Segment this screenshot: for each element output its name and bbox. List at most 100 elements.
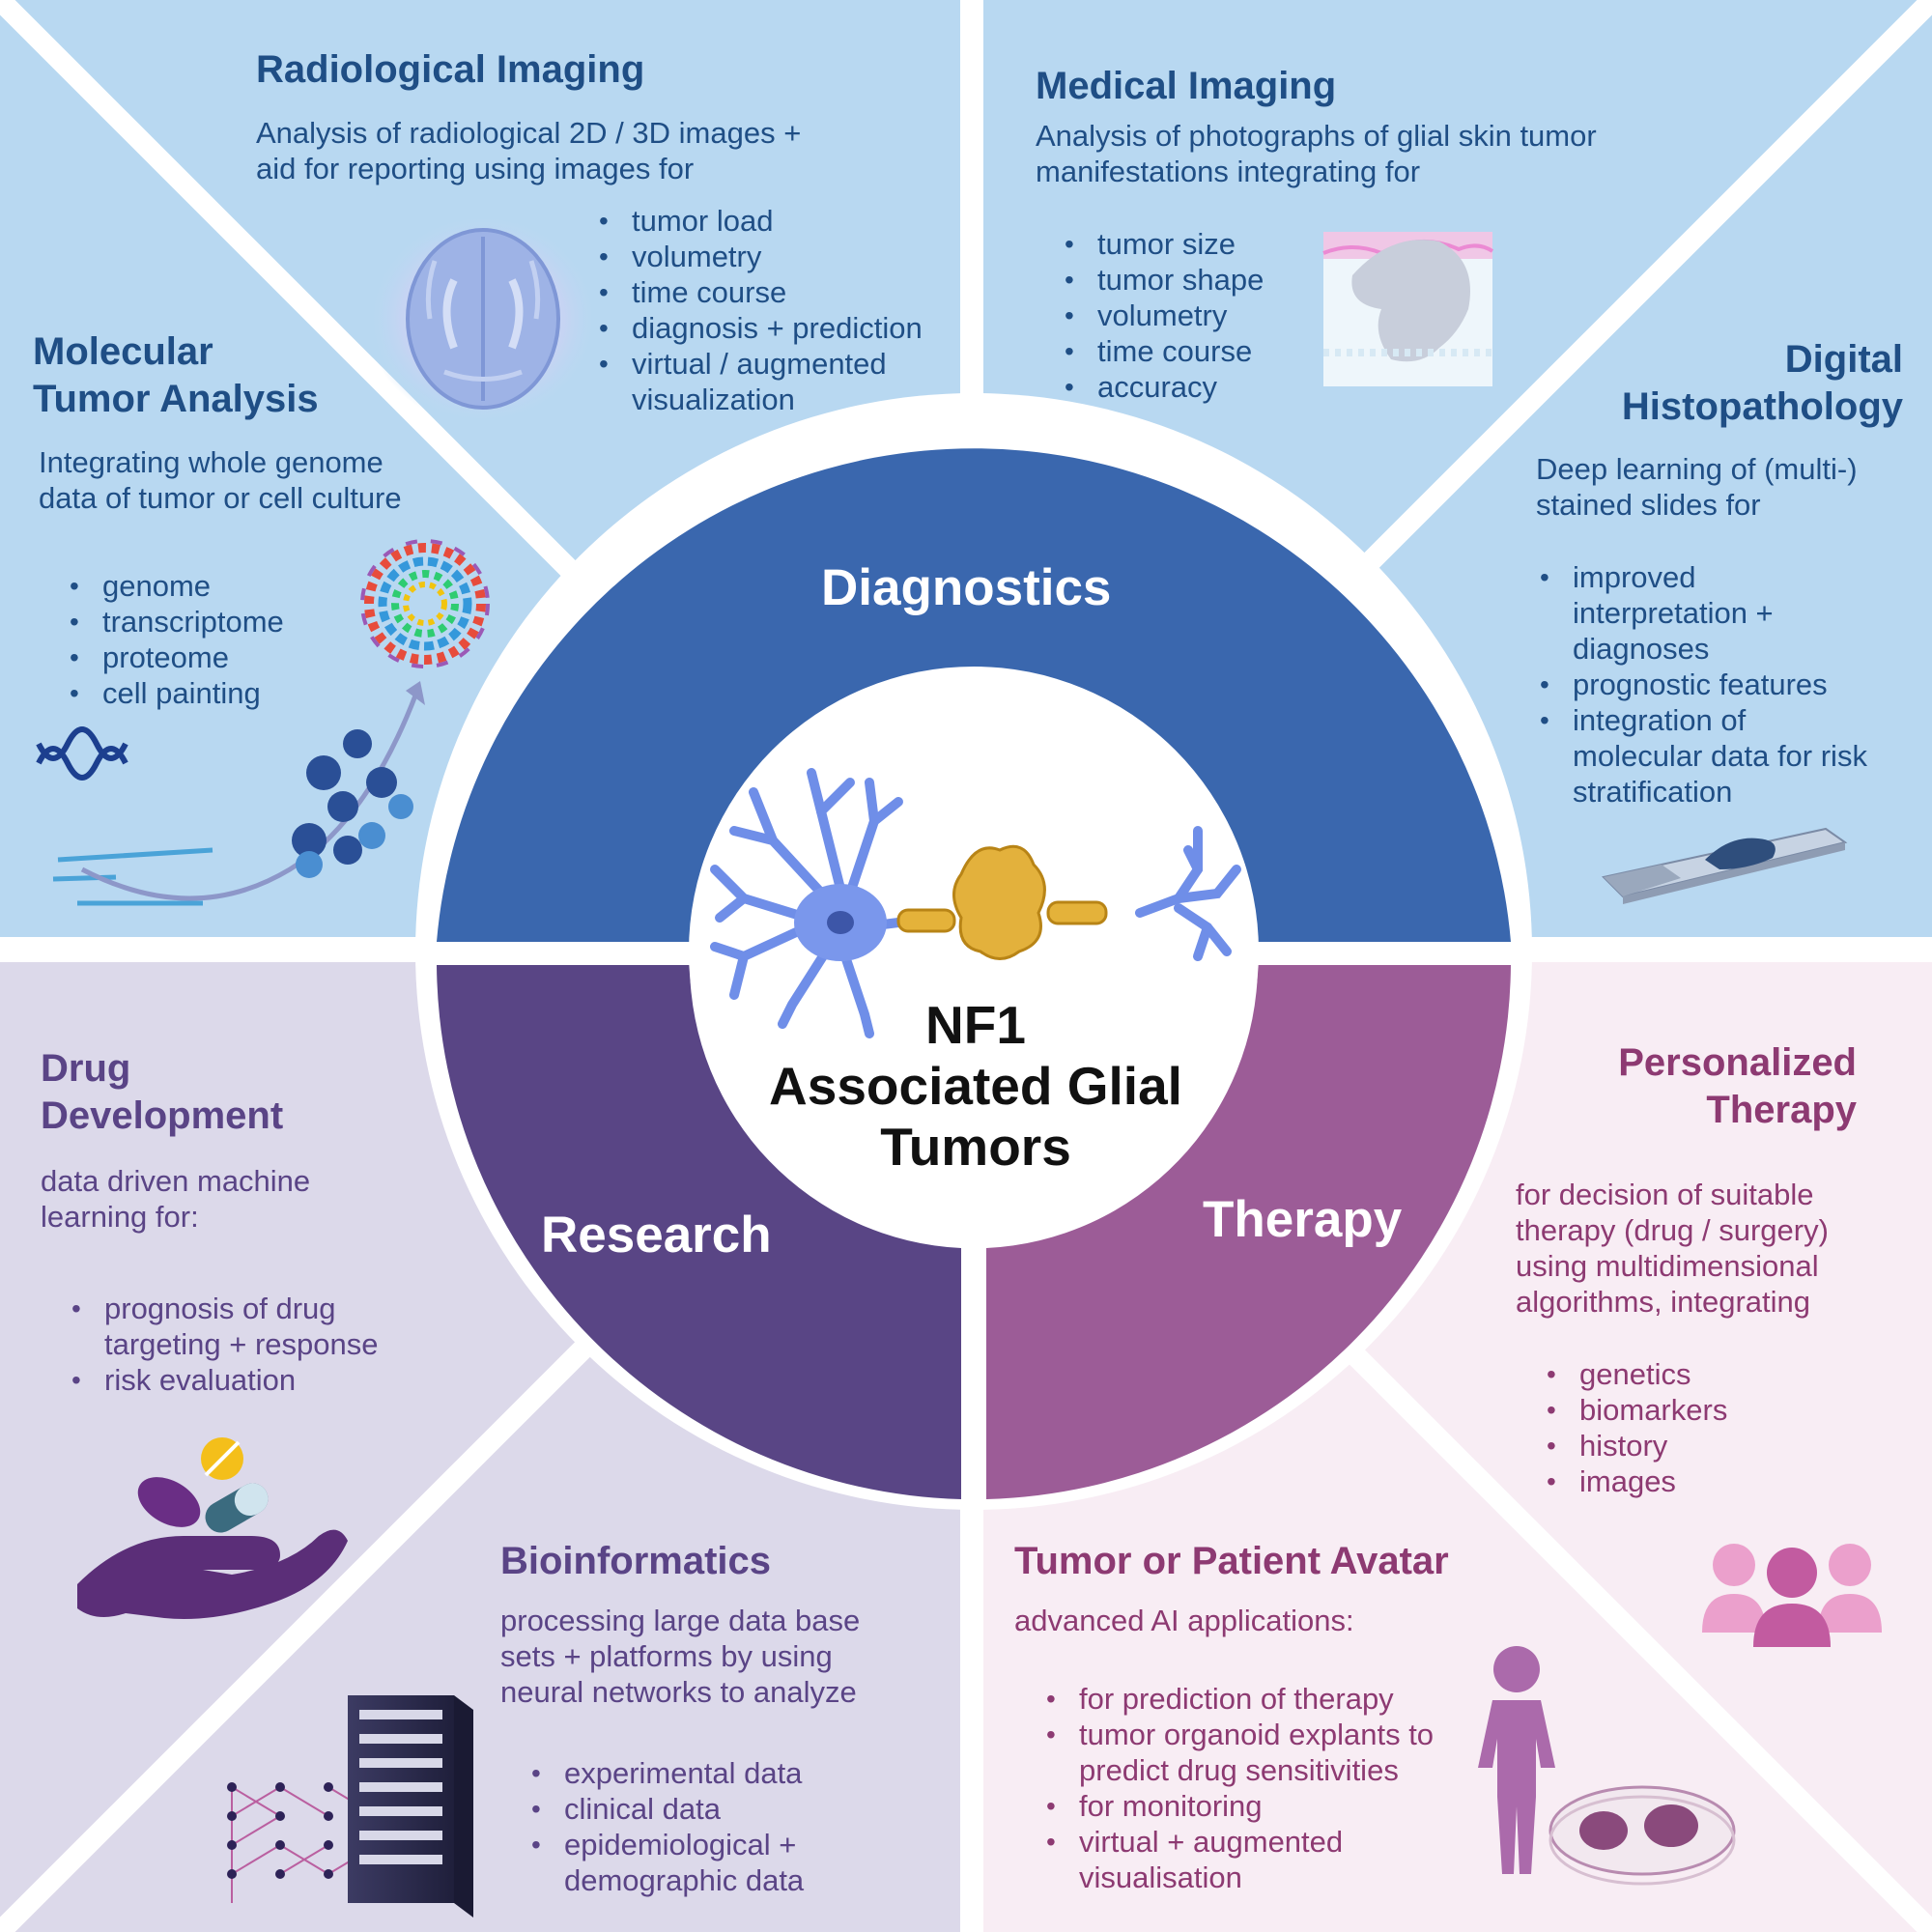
list-item: history bbox=[1547, 1428, 1869, 1463]
radiological-desc: Analysis of radiological 2D / 3D images … bbox=[256, 115, 952, 186]
radiological-section: Radiological Imaging Analysis of radiolo… bbox=[256, 46, 952, 186]
ring-diagnostics bbox=[437, 448, 1511, 942]
ring-label-diagnostics: Diagnostics bbox=[821, 559, 1112, 616]
title-line: Digital bbox=[1784, 338, 1903, 381]
list-item: prognostic features bbox=[1540, 667, 1932, 702]
bioinformatics-list: experimental data clinical data epidemio… bbox=[531, 1755, 951, 1898]
center-title: NF1 Associated Glial Tumors bbox=[676, 995, 1275, 1178]
list-item: volumetry bbox=[599, 239, 989, 274]
list-item: time course bbox=[599, 274, 989, 310]
title-line: Histopathology bbox=[1621, 385, 1903, 428]
personalized-title: Personalized Therapy bbox=[1507, 1039, 1857, 1134]
list-item: tumor size bbox=[1065, 226, 1387, 262]
medical-title: Medical Imaging bbox=[1036, 65, 1337, 107]
ring-label-research: Research bbox=[541, 1207, 772, 1264]
list-item: improved bbox=[1540, 559, 1932, 595]
desc-line: for decision of suitable bbox=[1516, 1178, 1814, 1211]
list-item: accuracy bbox=[1065, 369, 1387, 405]
brain-mri-icon bbox=[367, 213, 599, 425]
desc-line: using multidimensional bbox=[1516, 1249, 1819, 1283]
list-item: tumor organoid explants to bbox=[1046, 1717, 1504, 1752]
list-item: volumetry bbox=[1065, 298, 1387, 333]
ring-research bbox=[437, 965, 961, 1499]
list-item: genome bbox=[70, 568, 392, 604]
desc-line: algorithms, integrating bbox=[1516, 1285, 1810, 1319]
center-title-line: Associated Glial bbox=[769, 1056, 1182, 1116]
list-item: genetics bbox=[1547, 1356, 1869, 1392]
molecular-desc: Integrating whole genome data of tumor o… bbox=[39, 444, 535, 516]
list-item: for monitoring bbox=[1046, 1788, 1504, 1824]
drug-list: prognosis of drug targeting + response r… bbox=[71, 1291, 491, 1398]
desc-line: sets + platforms by using bbox=[500, 1639, 833, 1673]
molecular-list: genome transcriptome proteome cell paint… bbox=[70, 568, 392, 711]
list-item: virtual / augmented bbox=[599, 346, 989, 382]
histopathology-list: improved interpretation + diagnoses prog… bbox=[1540, 559, 1932, 810]
molecular-title: Molecular Tumor Analysis bbox=[33, 328, 535, 423]
list-item-continuation: predict drug sensitivities bbox=[1079, 1753, 1399, 1787]
desc-line: manifestations integrating for bbox=[1036, 155, 1421, 188]
list-item: virtual + augmented bbox=[1046, 1824, 1504, 1860]
list-item: transcriptome bbox=[70, 604, 392, 639]
desc-line: data driven machine bbox=[41, 1164, 311, 1198]
title-line: Personalized bbox=[1618, 1041, 1857, 1084]
avatar-desc: advanced AI applications: bbox=[1014, 1604, 1354, 1637]
desc-line: aid for reporting using images for bbox=[256, 152, 695, 185]
dna-protein-icon bbox=[36, 539, 490, 906]
radiological-title: Radiological Imaging bbox=[256, 48, 645, 91]
slide-icon bbox=[1601, 827, 1848, 904]
desc-line: data of tumor or cell culture bbox=[39, 481, 402, 515]
avatar-list: for prediction of therapy tumor organoid… bbox=[1046, 1681, 1504, 1895]
title-line: Molecular bbox=[33, 330, 213, 373]
histopathology-title: Digital Histopathology bbox=[1507, 336, 1903, 431]
bioinformatics-section: Bioinformatics processing large data bas… bbox=[500, 1538, 945, 1710]
list-item: for prediction of therapy bbox=[1046, 1681, 1504, 1717]
bioinformatics-title: Bioinformatics bbox=[500, 1540, 772, 1582]
medical-desc: Analysis of photographs of glial skin tu… bbox=[1036, 118, 1712, 189]
list-item-continuation: visualisation bbox=[1079, 1861, 1242, 1894]
list-item: cell painting bbox=[70, 675, 392, 711]
desc-line: therapy (drug / surgery) bbox=[1516, 1213, 1829, 1247]
title-line: Therapy bbox=[1706, 1089, 1857, 1131]
list-item: time course bbox=[1065, 333, 1387, 369]
list-item-continuation: visualization bbox=[632, 383, 795, 416]
list-item: risk evaluation bbox=[71, 1362, 491, 1398]
bioinformatics-desc: processing large data base sets + platfo… bbox=[500, 1603, 945, 1710]
avatar-title: Tumor or Patient Avatar bbox=[1014, 1540, 1449, 1582]
drug-title: Drug Development bbox=[41, 1045, 446, 1140]
histopathology-desc: Deep learning of (multi-) stained slides… bbox=[1536, 451, 1903, 523]
desc-line: neural networks to analyze bbox=[500, 1675, 857, 1709]
list-item: images bbox=[1547, 1463, 1869, 1499]
desc-line: Analysis of radiological 2D / 3D images … bbox=[256, 116, 802, 150]
medical-list: tumor size tumor shape volumetry time co… bbox=[1065, 226, 1387, 405]
ring-therapy bbox=[986, 965, 1511, 1499]
avatar-section: Tumor or Patient Avatar advanced AI appl… bbox=[1014, 1538, 1594, 1638]
desc-line: stained slides for bbox=[1536, 488, 1761, 522]
list-item-continuation: targeting + response bbox=[104, 1327, 379, 1361]
list-item: proteome bbox=[70, 639, 392, 675]
title-line: Development bbox=[41, 1094, 284, 1137]
personalized-desc: for decision of suitable therapy (drug /… bbox=[1516, 1177, 1902, 1320]
medical-section: Medical Imaging Analysis of photographs … bbox=[1036, 63, 1712, 189]
personalized-list: genetics biomarkers history images bbox=[1547, 1356, 1869, 1499]
desc-line: Analysis of photographs of glial skin tu… bbox=[1036, 119, 1597, 153]
list-item-continuation: molecular data for risk bbox=[1573, 739, 1867, 773]
list-item-continuation: demographic data bbox=[564, 1863, 805, 1897]
molecular-section: Molecular Tumor Analysis Integrating who… bbox=[33, 328, 535, 516]
list-item: epidemiological + bbox=[531, 1827, 951, 1862]
histopathology-section: Digital Histopathology bbox=[1507, 336, 1903, 431]
hand-pills-icon bbox=[77, 1437, 348, 1619]
list-item: integration of bbox=[1540, 702, 1932, 738]
list-item-continuation: stratification bbox=[1573, 775, 1733, 809]
list-item-continuation: interpretation + bbox=[1573, 596, 1774, 630]
radiological-list: tumor load volumetry time course diagnos… bbox=[599, 203, 989, 417]
desc-line: processing large data base bbox=[500, 1604, 861, 1637]
center-circle bbox=[689, 667, 1259, 1236]
neuron-tumor-icon bbox=[710, 768, 1241, 1038]
drug-desc: data driven machine learning for: bbox=[41, 1163, 446, 1235]
center-title-line: NF1 bbox=[925, 995, 1026, 1055]
list-item: tumor shape bbox=[1065, 262, 1387, 298]
title-line: Tumor Analysis bbox=[33, 378, 319, 420]
desc-line: Integrating whole genome bbox=[39, 445, 384, 479]
list-item: prognosis of drug bbox=[71, 1291, 491, 1326]
